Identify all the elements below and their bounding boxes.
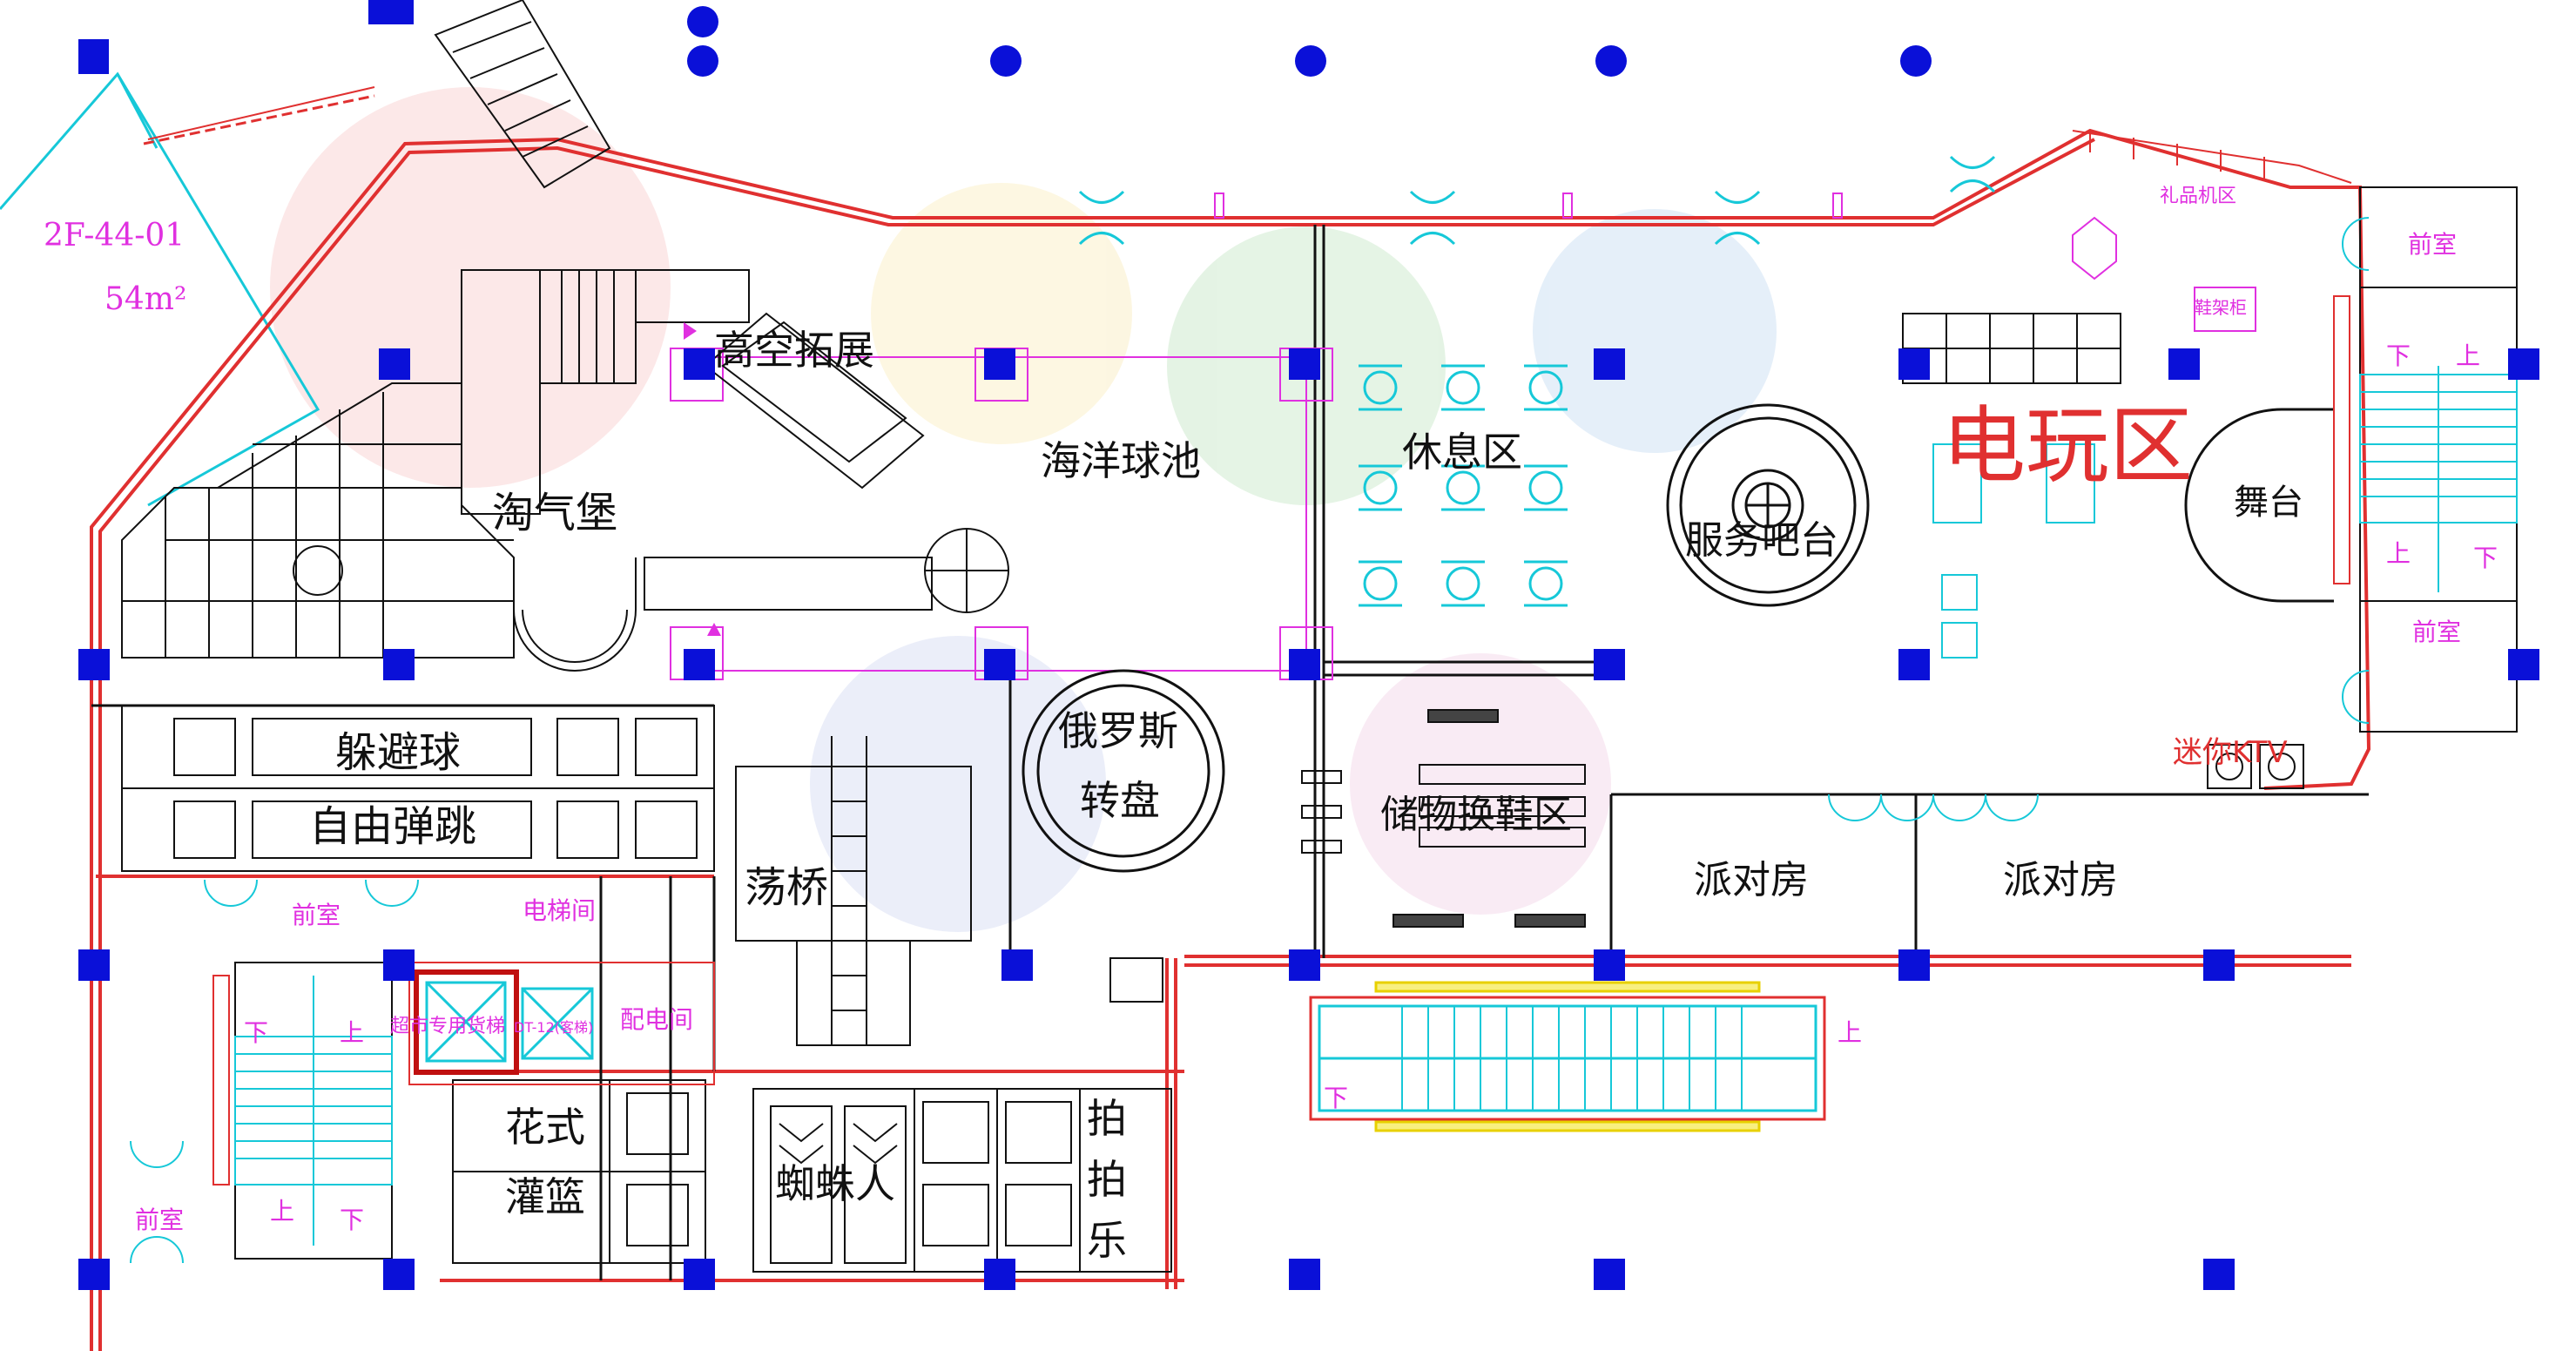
- gift-machine-area: [2072, 216, 2256, 332]
- turntable: [1022, 669, 1225, 873]
- unit-outline: [0, 71, 375, 507]
- right-stair-core: [2333, 186, 2518, 733]
- zone-ziyou: 自由弹跳: [309, 802, 476, 851]
- stair-markers: 下 上 上 下 下 上 上 下 下 上: [244, 341, 2498, 1234]
- svg-text:下: 下: [2473, 544, 2498, 572]
- zone-eluosi-line2: 转盘: [1080, 777, 1160, 824]
- svg-text:下: 下: [1324, 1084, 1348, 1112]
- left-stair-core: [212, 962, 393, 1260]
- zone-mini-ktv: 迷你KTV: [2173, 735, 2288, 770]
- room-dianti: 电梯间: [523, 896, 596, 925]
- zone-haiyang: 海洋球池: [1041, 437, 1201, 484]
- zone-eluosi-line1: 俄罗斯: [1058, 707, 1178, 754]
- zone-paidui-2: 派对房: [2003, 858, 2118, 902]
- zone-xiepin: 鞋架柜: [2195, 297, 2247, 318]
- stage: [2184, 408, 2334, 603]
- zone-dianwan: 电玩区: [1942, 397, 2193, 495]
- zone-dangqiao: 荡桥: [745, 863, 828, 912]
- svg-text:上: 上: [270, 1197, 294, 1226]
- svg-text:下: 下: [340, 1206, 364, 1234]
- svg-text:拍: 拍: [1087, 1156, 1127, 1203]
- zone-paidui-1: 派对房: [1694, 858, 1809, 902]
- escalator-steps: [1401, 1006, 1743, 1111]
- unit-area: 54m²: [105, 281, 186, 317]
- room-qianshi-left-bottom: 前室: [135, 1206, 184, 1234]
- gaokong-markers: [684, 322, 721, 636]
- zone-wutai: 舞台: [2234, 483, 2303, 523]
- svg-text:上: 上: [1838, 1018, 1862, 1047]
- svg-text:下: 下: [2386, 341, 2411, 370]
- escalator: [1309, 981, 1826, 1132]
- room-qianshi-right-top: 前室: [2408, 230, 2457, 259]
- window-markers: [1214, 193, 1843, 219]
- unit-code: 2F-44-01: [44, 218, 185, 253]
- storage-racks: [1301, 709, 1586, 928]
- entrance-stair: [434, 0, 611, 189]
- service-bar: [1666, 403, 1870, 607]
- room-qianshi-right-bottom: 前室: [2412, 618, 2461, 646]
- svg-text:拍: 拍: [1087, 1095, 1127, 1142]
- top-lattice: [2072, 130, 2352, 184]
- game-machines-color: [1932, 443, 2095, 659]
- zone-huashi: 花式: [505, 1104, 585, 1151]
- zone-chuwu: 储物换鞋区: [1380, 793, 1572, 837]
- window-openings: [1078, 155, 1996, 246]
- zone-duobiqiu: 躲避球: [335, 728, 461, 777]
- outer-walls: [90, 128, 2371, 1351]
- mini-ktv: [2207, 744, 2304, 789]
- svg-text:上: 上: [2456, 341, 2480, 370]
- zone-paipaile: 拍 拍 乐: [1087, 1095, 1127, 1264]
- zone-guanlan: 灌篮: [505, 1173, 585, 1220]
- room-keti: DT-12(客梯): [514, 1019, 593, 1036]
- svg-text:上: 上: [340, 1018, 364, 1047]
- svg-text:乐: 乐: [1087, 1217, 1127, 1264]
- room-huoti: 超市专用货梯: [390, 1016, 505, 1037]
- taoqibao-structure: [121, 269, 1009, 672]
- leisure-tables: [1359, 364, 1568, 607]
- room-qianshi-left-top: 前室: [292, 901, 341, 929]
- columns: [78, 0, 2539, 1290]
- svg-text:下: 下: [244, 1018, 268, 1047]
- zone-fuwu: 服务吧台: [1685, 518, 1838, 563]
- elevators: [408, 962, 715, 1085]
- zone-zhizhuren: 蜘蛛人: [775, 1160, 895, 1207]
- zone-lipin: 礼品机区: [2160, 186, 2236, 207]
- zone-xiuxi: 休息区: [1402, 429, 1522, 476]
- zone-gaokong: 高空拓展: [714, 327, 874, 374]
- door-swings: [130, 217, 2370, 1264]
- dangqiao-frame: [735, 736, 1163, 1046]
- room-peidian: 配电间: [620, 1005, 693, 1034]
- round-columns: [687, 6, 1932, 77]
- svg-text:上: 上: [2386, 539, 2411, 568]
- zone-taoqibao: 淘气堡: [492, 489, 617, 537]
- bottom-play-frames: [452, 1079, 1172, 1273]
- trampoline-grid: [121, 705, 715, 872]
- game-machines: [1902, 313, 2121, 384]
